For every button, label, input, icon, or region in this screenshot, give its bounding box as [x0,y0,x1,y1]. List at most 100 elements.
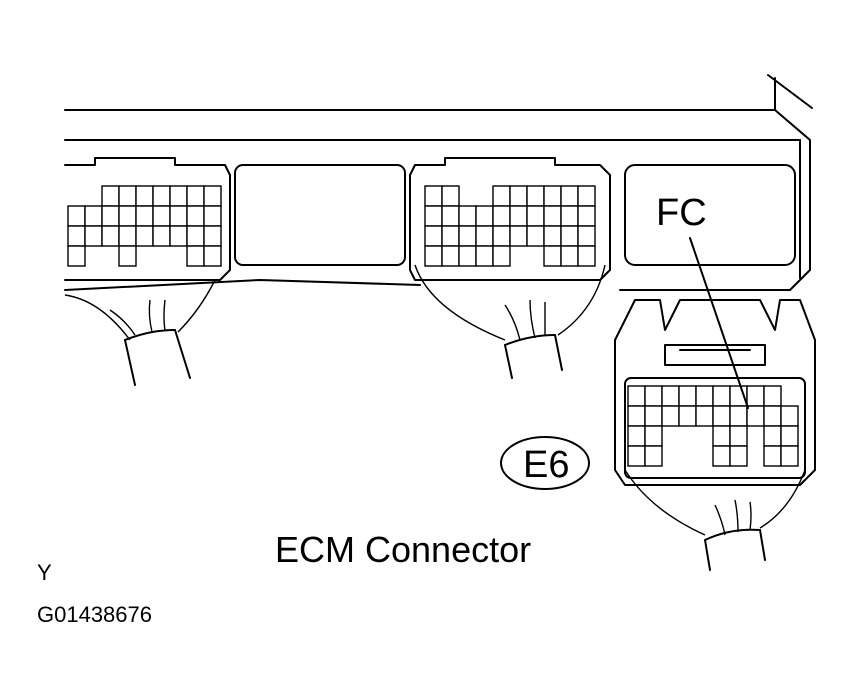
terminal-cell [118,185,137,207]
terminal-cell [644,425,663,447]
terminal-cell [543,225,562,247]
terminal-cell [526,205,545,227]
terminal-cell [152,225,171,247]
terminal-cell [780,445,799,467]
terminal-cell [441,205,460,227]
terminal-cell [746,385,765,407]
terminal-cell [763,425,782,447]
terminal-cell [424,205,443,227]
terminal-cell [203,205,222,227]
ecm-housing [64,74,813,291]
terminal-cell [543,185,562,207]
terminal-cell [712,425,731,447]
diagram-title: ECM Connector [275,529,531,570]
terminal-cell [424,185,443,207]
terminal-cell [458,205,477,227]
terminal-cell [712,405,731,427]
terminal-cell [729,445,748,467]
terminal-cell [169,205,188,227]
middle-connector [409,157,611,379]
terminal-cell [627,405,646,427]
terminal-cell [458,225,477,247]
e6-label: E6 [523,444,569,486]
terminal-cell [475,225,494,247]
terminal-cell [627,425,646,447]
terminal-cell [763,445,782,467]
terminal-cell [67,245,86,267]
fc-window [624,164,796,266]
terminal-cell [712,445,731,467]
terminal-cell [458,245,477,267]
terminal-cell [543,205,562,227]
terminal-cell [644,445,663,467]
terminal-cell [135,185,154,207]
terminal-cell [492,225,511,247]
terminal-cell [695,405,714,427]
terminal-cell [763,405,782,427]
terminal-cell [560,245,579,267]
terminal-cell [475,205,494,227]
terminal-cell [203,245,222,267]
terminal-cell [492,205,511,227]
terminal-cell [627,445,646,467]
terminal-cell [441,245,460,267]
terminal-cell [509,225,528,247]
terminal-cell [780,425,799,447]
e6-label-oval [500,436,590,490]
terminal-cell [560,225,579,247]
terminal-cell [509,205,528,227]
terminal-cell [577,205,596,227]
figure-code: G01438676 [37,602,152,627]
terminal-cell [186,225,205,247]
terminal-cell [560,185,579,207]
terminal-cell [135,205,154,227]
terminal-cell [644,405,663,427]
view-letter: Y [37,560,52,585]
terminal-cell [67,205,86,227]
terminal-cell [186,245,205,267]
terminal-cell [780,405,799,427]
terminal-cell [526,185,545,207]
terminal-cell [560,205,579,227]
terminal-cell [509,185,528,207]
terminal-cell [475,245,494,267]
terminal-cell [543,245,562,267]
terminal-cell [492,185,511,207]
fc-leader-line [689,237,749,409]
e6-connector [614,299,816,571]
terminal-cell [577,245,596,267]
terminal-cell [101,225,120,247]
terminal-cell [169,225,188,247]
terminal-cell [627,385,646,407]
terminal-cell [152,185,171,207]
terminal-cell [526,225,545,247]
terminal-cell [729,425,748,447]
terminal-cell [84,205,103,227]
terminal-cell [186,205,205,227]
terminal-cell [67,225,86,247]
terminal-cell [118,245,137,267]
terminal-cell [135,225,154,247]
terminal-cell [203,185,222,207]
terminal-cell [678,385,697,407]
terminal-cell [577,185,596,207]
terminal-cell [678,405,697,427]
terminal-cell [101,185,120,207]
terminal-cell [118,205,137,227]
terminal-cell [492,245,511,267]
terminal-cell [746,405,765,427]
terminal-cell [424,225,443,247]
fc-label: FC [656,192,707,234]
terminal-cell [101,205,120,227]
terminal-cell [644,385,663,407]
blank-window [234,164,406,266]
terminal-cell [441,185,460,207]
left-connector [64,157,231,386]
terminal-cell [661,385,680,407]
terminal-cell [203,225,222,247]
terminal-cell [712,385,731,407]
terminal-cell [763,385,782,407]
terminal-cell [441,225,460,247]
terminal-cell [186,185,205,207]
